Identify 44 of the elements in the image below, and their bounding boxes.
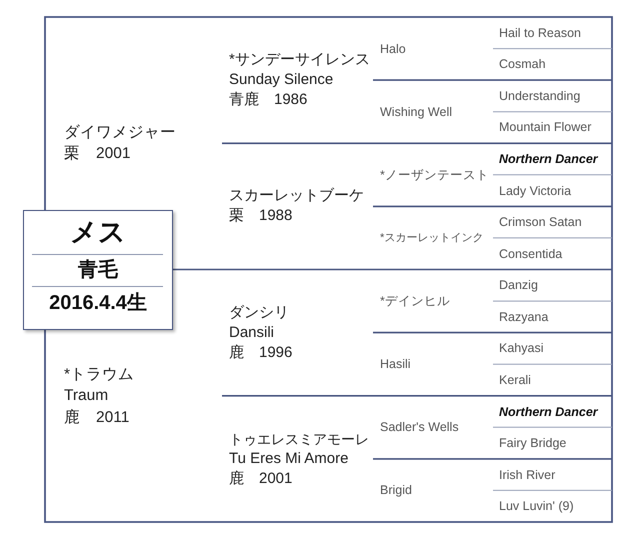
horse-name: Lady Victoria	[499, 182, 572, 199]
horse-name: Razyana	[499, 308, 548, 325]
horse-name: *スカーレットインク	[380, 230, 484, 246]
horse-name: Irish River	[499, 466, 556, 483]
horse-name: Kerali	[499, 372, 531, 388]
horse-name: *トラウム	[64, 364, 134, 384]
horse-name: Dansili	[229, 322, 274, 343]
horse-name: Traum	[64, 386, 108, 406]
horse-name: Understanding	[499, 88, 580, 104]
horse-name: Tu Eres Mi Amore	[229, 448, 348, 469]
horse-name: Halo	[380, 40, 406, 57]
horse-name: *サンデーサイレンス	[229, 51, 370, 70]
horse-name: Northern Dancer	[499, 404, 598, 420]
horse-name: Cosmah	[499, 56, 546, 72]
coat-and-year: 鹿 2001	[229, 468, 292, 489]
horse-name: ダイワメジャー	[64, 122, 176, 143]
horse-name: Kahyasi	[499, 340, 544, 356]
coat-color: 青毛	[78, 258, 118, 282]
horse-name: Fairy Bridge	[499, 435, 566, 452]
coat-and-year: 栗 1988	[229, 206, 292, 226]
horse-name: Hasili	[380, 356, 411, 372]
coat-and-year: 鹿 1996	[229, 342, 292, 363]
horse-name: スカーレットブーケ	[229, 186, 364, 206]
horse-name: Consentida	[499, 246, 562, 262]
horse-name: トゥエレスミアモーレ	[229, 430, 369, 449]
coat-and-year: 栗 2001	[64, 144, 130, 164]
horse-name: Wishing Well	[380, 104, 452, 120]
horse-name: Danzig	[499, 277, 538, 294]
horse-name: ダンシリ	[229, 302, 289, 323]
birth-date: 2016.4.4生	[49, 290, 147, 314]
horse-name: Northern Dancer	[499, 151, 598, 168]
horse-name: Mountain Flower	[499, 119, 592, 136]
subject-box	[23, 210, 173, 330]
horse-name: Sunday Silence	[229, 70, 334, 90]
horse-name: *デインヒル	[380, 293, 450, 310]
horse-name: Sadler's Wells	[380, 419, 459, 436]
horse-name: Crimson Satan	[499, 214, 582, 230]
horse-name: Luv Luvin' (9)	[499, 498, 574, 514]
coat-and-year: 青鹿 1986	[229, 90, 308, 110]
horse-name: *ノーザンテースト	[380, 166, 489, 183]
horse-name: Hail to Reason	[499, 24, 581, 41]
horse-sex: メス	[70, 216, 126, 249]
horse-name: Brigid	[380, 482, 412, 498]
coat-and-year: 鹿 2011	[64, 408, 130, 428]
